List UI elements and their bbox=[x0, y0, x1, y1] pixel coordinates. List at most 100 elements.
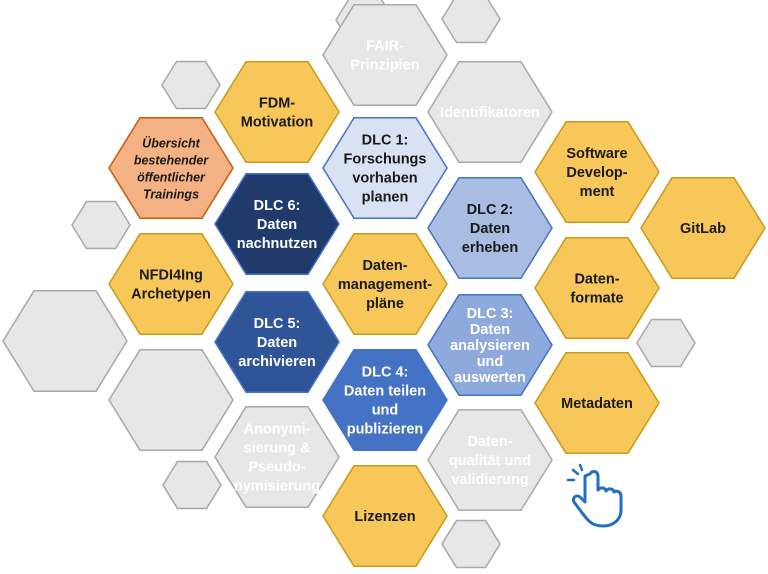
hex-blank-left-top bbox=[2, 290, 128, 392]
hex-dlc1[interactable]: DLC 1: Forschungs vorhaben planen bbox=[322, 117, 448, 219]
hex-shape-blank-left-bottom bbox=[108, 349, 234, 451]
hex-label-dlc6: Daten bbox=[257, 217, 297, 233]
hex-label-anonymisierung: sierung & bbox=[244, 441, 311, 457]
hex-shape-identifikatoren bbox=[427, 61, 553, 163]
hex-shape-fdm-motivation bbox=[214, 61, 340, 163]
hex-shape-blank-small-6 bbox=[441, 519, 501, 569]
hex-label-dlc6: DLC 6: bbox=[254, 198, 301, 214]
pointing-hand-icon bbox=[566, 463, 623, 528]
hex-label-anonymisierung: Pseudo- bbox=[248, 460, 305, 476]
hex-label-dlc4: und bbox=[372, 403, 399, 419]
hex-label-dlc1: planen bbox=[362, 190, 409, 206]
hex-label-dlc3: Daten bbox=[470, 322, 510, 338]
hex-uebersicht[interactable]: Übersicht bestehender öffentlicherTraining… bbox=[108, 117, 234, 219]
hex-label-dlc4: publizieren bbox=[347, 422, 424, 438]
hex-shape-datenformate bbox=[534, 237, 660, 339]
hex-label-metadaten: Metadaten bbox=[561, 396, 633, 412]
hex-shape-datenmanagementplaene bbox=[322, 233, 448, 335]
hex-gitlab[interactable]: GitLab bbox=[640, 177, 766, 279]
hex-anonymisierung[interactable]: Anonymi-sierung & Pseudo-nymisierung bbox=[214, 406, 340, 508]
hex-label-fdm-motivation: FDM- bbox=[259, 96, 295, 112]
hex-label-dlc3: auswerten bbox=[454, 370, 526, 386]
hex-label-dlc3: analysieren bbox=[450, 338, 530, 354]
hex-blank-small-4 bbox=[636, 318, 696, 368]
hex-shape-gitlab bbox=[640, 177, 766, 279]
hex-shape-fair bbox=[322, 4, 448, 106]
hex-label-uebersicht: öffentlicher bbox=[137, 171, 206, 185]
hex-label-fdm-motivation: Motivation bbox=[241, 115, 314, 131]
hex-label-anonymisierung: nymisierung bbox=[234, 479, 320, 495]
hex-label-anonymisierung: Anonymi- bbox=[244, 422, 311, 438]
hex-shape-blank-small-4 bbox=[636, 318, 696, 368]
hex-label-dlc5: archivieren bbox=[238, 354, 315, 370]
hex-label-dlc2: erheben bbox=[462, 240, 518, 256]
hex-fair[interactable]: FAIR- Prinzipien bbox=[322, 4, 448, 106]
hex-shape-dlc6 bbox=[214, 173, 340, 275]
hex-blank-small-1 bbox=[161, 60, 221, 110]
hex-shape-dlc4 bbox=[322, 349, 448, 451]
hex-datenformate[interactable]: Daten-formate bbox=[534, 237, 660, 339]
hex-datenmanagementplaene[interactable]: Daten-management-pläne bbox=[322, 233, 448, 335]
hex-fdm-motivation[interactable]: FDM- Motivation bbox=[214, 61, 340, 163]
hex-label-gitlab: GitLab bbox=[680, 221, 726, 237]
hex-label-datenmanagementplaene: Daten- bbox=[362, 258, 407, 274]
hex-shape-blank-small-1 bbox=[161, 60, 221, 110]
hex-shape-blank-small-2 bbox=[441, 0, 501, 44]
hex-shape-dlc1 bbox=[322, 117, 448, 219]
hex-shape-anonymisierung bbox=[214, 406, 340, 508]
hex-label-software-development: ment bbox=[580, 184, 615, 200]
hex-shape-nfdi4ing bbox=[108, 233, 234, 335]
hex-label-dlc5: Daten bbox=[257, 335, 297, 351]
hex-label-datenqualitaet: qualität und bbox=[449, 453, 531, 469]
hex-label-datenmanagementplaene: pläne bbox=[366, 296, 404, 312]
hex-label-identifikatoren: Identifikatoren bbox=[440, 105, 540, 121]
hex-label-uebersicht: bestehender bbox=[134, 154, 209, 168]
hex-label-dlc6: nachnutzen bbox=[237, 236, 318, 252]
hex-blank-small-3 bbox=[71, 200, 131, 250]
hex-blank-small-5 bbox=[162, 460, 222, 510]
hex-label-uebersicht: Trainings bbox=[143, 188, 199, 202]
hex-label-datenformate: Daten- bbox=[574, 272, 619, 288]
hex-label-fair: Prinzipien bbox=[350, 58, 419, 74]
hex-label-uebersicht: Übersicht bbox=[142, 136, 200, 151]
hex-identifikatoren[interactable]: Identifikatoren bbox=[427, 61, 553, 163]
hex-shape-blank-left-top bbox=[2, 290, 128, 392]
hex-label-software-development: Software bbox=[566, 146, 627, 162]
hex-shape-uebersicht bbox=[108, 117, 234, 219]
hex-label-dlc1: vorhaben bbox=[352, 171, 417, 187]
hex-shape-lizenzen bbox=[322, 465, 448, 567]
hex-lizenzen[interactable]: Lizenzen bbox=[322, 465, 448, 567]
hex-shape-blank-small-3 bbox=[71, 200, 131, 250]
hex-label-dlc4: DLC 4: bbox=[362, 365, 409, 381]
hex-dlc4[interactable]: DLC 4: Daten teilen und publizieren bbox=[322, 349, 448, 451]
hex-label-datenqualitaet: Daten- bbox=[467, 434, 512, 450]
hex-shape-blank-small-5 bbox=[162, 460, 222, 510]
hex-dlc6[interactable]: DLC 6: Daten nachnutzen bbox=[214, 173, 340, 275]
hex-shape-dlc2 bbox=[427, 177, 553, 279]
hex-label-datenmanagementplaene: management- bbox=[338, 277, 432, 293]
hex-blank-small-6 bbox=[441, 519, 501, 569]
hex-label-dlc3: und bbox=[477, 354, 504, 370]
hex-blank-left-bottom bbox=[108, 349, 234, 451]
hex-label-lizenzen: Lizenzen bbox=[354, 509, 415, 525]
hex-label-dlc4: Daten teilen bbox=[344, 384, 426, 400]
hex-label-dlc1: Forschungs bbox=[344, 152, 427, 168]
hex-metadaten[interactable]: Metadaten bbox=[534, 352, 660, 454]
hex-label-nfdi4ing: Archetypen bbox=[131, 287, 211, 303]
hex-dlc2[interactable]: DLC 2: Daten erheben bbox=[427, 177, 553, 279]
hex-shape-software-development bbox=[534, 121, 660, 223]
hex-label-dlc3: DLC 3: bbox=[467, 306, 514, 322]
hex-label-dlc1: DLC 1: bbox=[362, 133, 409, 149]
hex-blank-small-2 bbox=[441, 0, 501, 44]
hex-label-dlc2: DLC 2: bbox=[467, 202, 514, 218]
hex-shape-dlc3 bbox=[427, 294, 553, 396]
hex-label-dlc2: Daten bbox=[470, 221, 510, 237]
hex-shape-datenqualitaet bbox=[427, 409, 553, 511]
hex-label-fair: FAIR- bbox=[366, 39, 404, 55]
